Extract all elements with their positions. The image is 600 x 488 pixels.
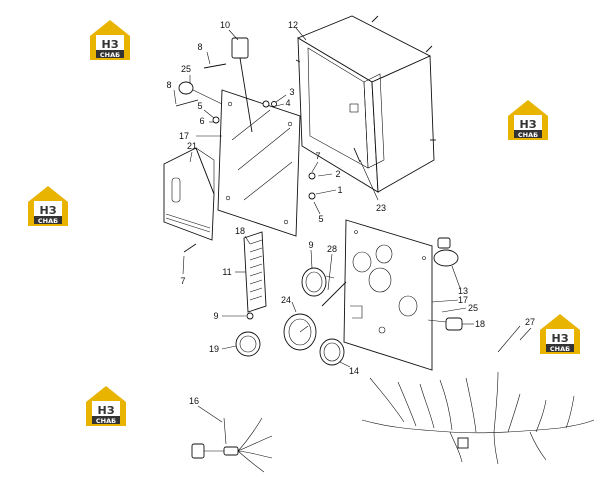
callout-label: 17: [179, 131, 189, 141]
mounting-bracket: [163, 147, 215, 241]
callout-label: 16: [189, 396, 199, 406]
callout-label: 7: [180, 276, 185, 286]
watermark-logo: НЗ СНАБ: [540, 314, 580, 354]
callout-labels: 10 12 8 25 8 5 6 17 21 3 4 7 2 1 5 23 18…: [166, 20, 535, 406]
relay-13: [231, 37, 253, 133]
wiring-harness: [361, 325, 595, 465]
watermark-letters: НЗ: [519, 118, 536, 131]
watermark-word: СНАБ: [38, 217, 58, 225]
watermark-letters: НЗ: [39, 204, 56, 217]
callout-label: 24: [281, 295, 291, 305]
callout-label: 17: [458, 295, 468, 305]
gauge-11: [319, 338, 345, 366]
callout-label: 18: [475, 319, 485, 329]
terminal-strip: [243, 231, 267, 313]
switch-10: [433, 237, 459, 267]
callout-label: 12: [288, 20, 298, 30]
callout-label: 14: [349, 366, 359, 376]
watermark-logo: НЗ СНАБ: [28, 186, 68, 226]
watermark-letters: НЗ: [97, 404, 114, 417]
callout-label: 25: [468, 303, 478, 313]
callout-label: 18: [235, 226, 245, 236]
screw-28: [321, 281, 347, 307]
callout-label: 5: [197, 101, 202, 111]
callout-label: 1: [337, 185, 342, 195]
callout-label: 11: [222, 267, 231, 277]
callout-label: 10: [220, 20, 230, 30]
watermark-letters: НЗ: [551, 332, 568, 345]
callout-label: 6: [199, 116, 204, 126]
watermark-word: СНАБ: [96, 417, 116, 425]
callout-label: 13: [458, 286, 468, 296]
sensor-18: [427, 317, 463, 331]
callout-label: 4: [285, 98, 290, 108]
callout-label: 27: [525, 317, 535, 327]
pigtail-harness: [191, 417, 273, 473]
knob-22: [178, 81, 223, 105]
watermark-word: СНАБ: [518, 131, 538, 139]
callout-label: 9: [213, 311, 218, 321]
callout-label: 23: [376, 203, 386, 213]
gauge-12: [301, 267, 335, 297]
gauge-19: [235, 331, 261, 357]
callout-label: 8: [166, 80, 171, 90]
gauge-23: [283, 313, 317, 351]
callout-label: 25: [181, 64, 191, 74]
callout-label: 19: [209, 344, 219, 354]
watermark-logo: НЗ СНАБ: [86, 386, 126, 426]
callout-label: 5: [318, 214, 323, 224]
watermark-word: СНАБ: [550, 345, 570, 353]
callout-label: 9: [308, 240, 313, 250]
enclosure-box: [295, 15, 436, 193]
glass-panel: [217, 89, 301, 237]
front-plate: [343, 219, 433, 371]
callout-label: 2: [335, 169, 340, 179]
callout-label: 3: [289, 87, 294, 97]
callout-label: 21: [187, 141, 197, 151]
watermark-logo: НЗ СНАБ: [90, 20, 130, 60]
callout-label: 28: [327, 244, 337, 254]
watermark-letters: НЗ: [101, 38, 118, 51]
watermark-word: СНАБ: [100, 51, 120, 59]
fasteners: [175, 63, 361, 320]
callout-label: 7: [315, 151, 320, 161]
leader-lines: [173, 27, 532, 423]
watermark-logo: НЗ СНАБ: [508, 100, 548, 140]
callout-label: 8: [197, 42, 202, 52]
